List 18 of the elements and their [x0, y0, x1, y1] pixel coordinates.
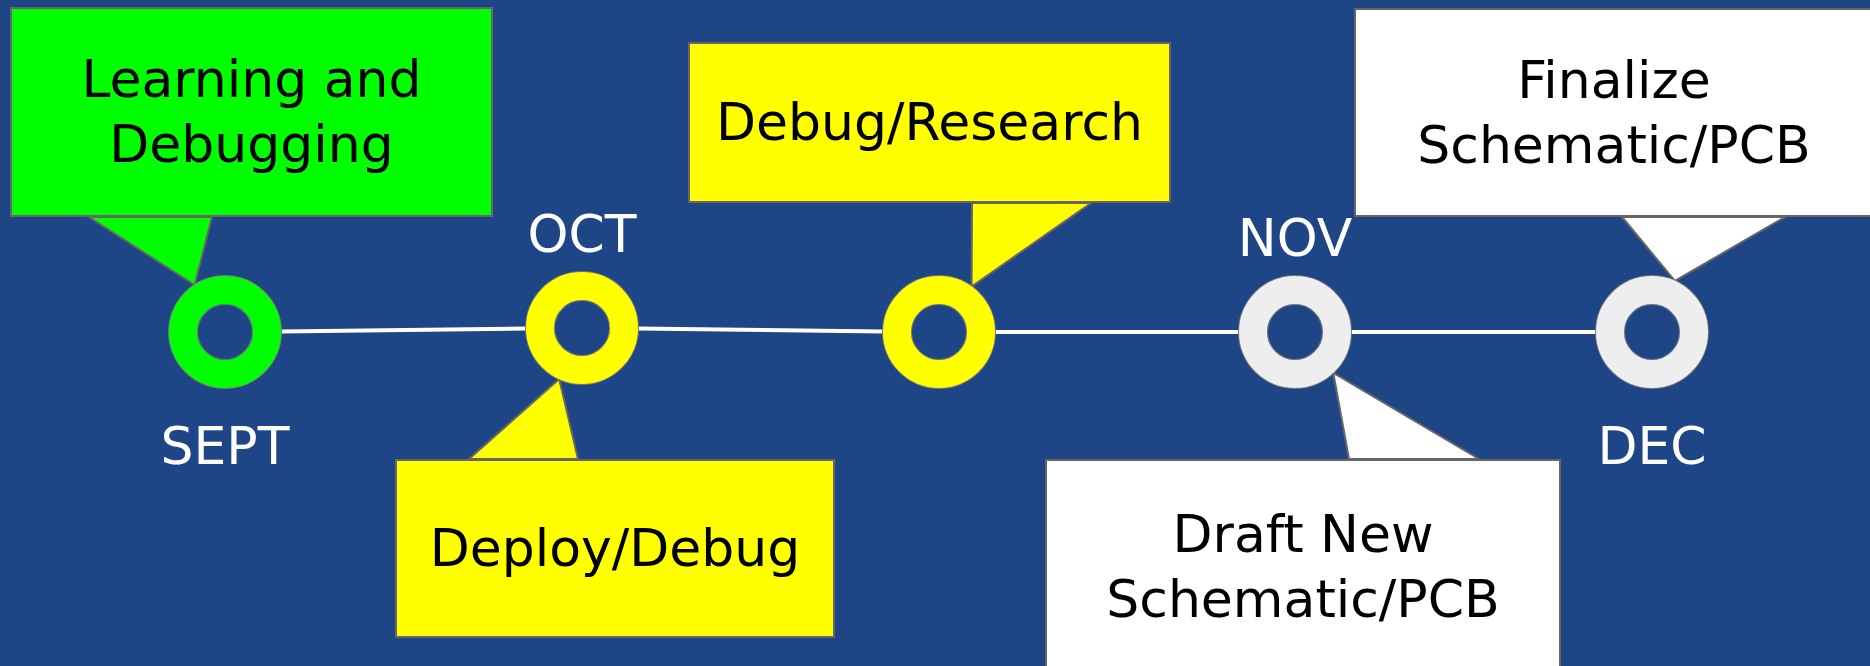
callout-text: Debug/Research [715, 91, 1143, 154]
callout-pointer [1331, 370, 1483, 460]
callout-text: Draft New Schematic/PCB [1105, 502, 1501, 631]
callout-pointer [1619, 216, 1789, 283]
month-label: DEC [1597, 420, 1707, 472]
month-label: SEPT [160, 420, 290, 472]
callout-text: Learning and Debugging [80, 48, 423, 176]
callout-pointer [466, 377, 580, 460]
timeline-line [995, 330, 1239, 334]
callout-text: Deploy/Debug [429, 517, 801, 580]
month-label: NOV [1237, 212, 1353, 264]
timeline-line [637, 326, 884, 334]
callout-text: Finalize Schematic/PCB [1416, 48, 1812, 177]
callout-pointer [85, 216, 214, 287]
callout-pointer [970, 202, 1095, 289]
timeline-line [280, 326, 527, 334]
month-label: OCT [527, 208, 637, 260]
timeline-line [1351, 330, 1596, 334]
